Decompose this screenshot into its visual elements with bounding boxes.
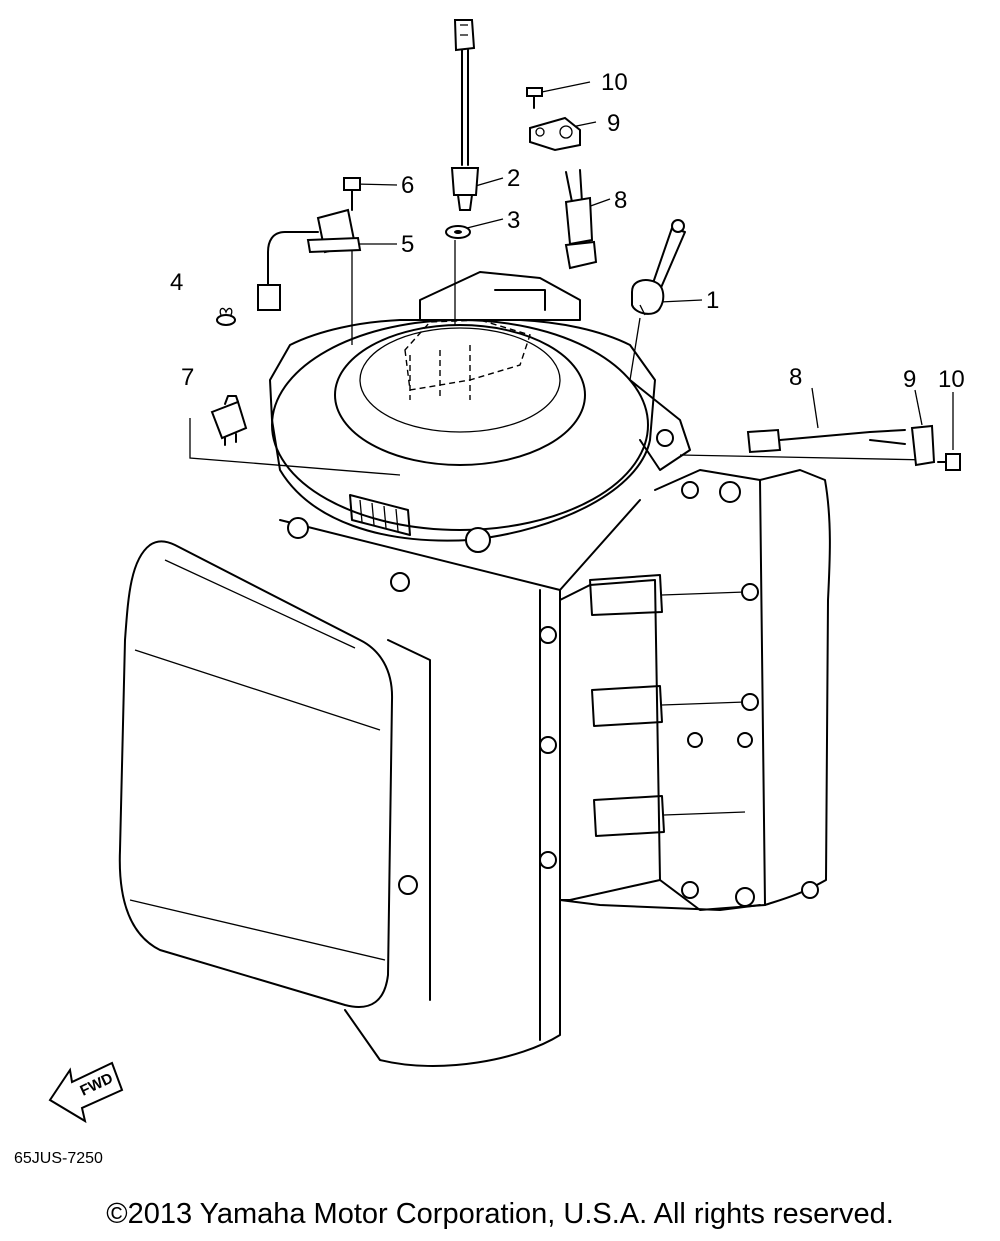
part-7-connector — [210, 395, 248, 446]
part-10-screw-right — [937, 453, 961, 471]
callout-8-top: 8 — [614, 187, 627, 214]
callout-6: 6 — [401, 172, 414, 199]
part-9-plate-right — [910, 424, 936, 467]
callout-9-top: 9 — [607, 110, 620, 137]
leader-lines — [189, 81, 954, 476]
callout-10-right: 10 — [938, 366, 965, 393]
engine-block — [118, 469, 831, 1067]
part-2-sensor — [450, 19, 480, 211]
callout-5: 5 — [401, 231, 414, 258]
part-1-thermoswitch — [631, 219, 686, 316]
callout-4: 4 — [170, 269, 183, 296]
fwd-arrow: FWD — [48, 1061, 124, 1124]
callout-9-right: 9 — [903, 366, 916, 393]
part-8-lead-right — [746, 428, 906, 454]
copyright-notice: ©2013 Yamaha Motor Corporation, U.S.A. A… — [106, 1198, 894, 1230]
drawing-code: 65JUS-7250 — [14, 1150, 103, 1167]
part-8-lead-top — [564, 169, 598, 270]
callout-8-right: 8 — [789, 364, 802, 391]
part-9-plate-top — [529, 116, 581, 152]
cylinder-straps — [589, 574, 759, 837]
flywheel-cover — [269, 271, 691, 553]
callout-numbers: 10 9 2 3 8 6 5 4 1 7 8 9 10 — [170, 69, 965, 393]
part-3-washer — [445, 225, 471, 239]
callout-2: 2 — [507, 165, 520, 192]
callout-1: 1 — [706, 287, 719, 314]
callout-7: 7 — [181, 364, 194, 391]
callout-3: 3 — [507, 207, 520, 234]
part-10-screw-top — [526, 87, 543, 109]
callout-10-top: 10 — [601, 69, 628, 96]
part-4-clip — [216, 307, 236, 326]
part-6-bolt — [343, 177, 361, 211]
part-5-bracket — [257, 208, 362, 311]
